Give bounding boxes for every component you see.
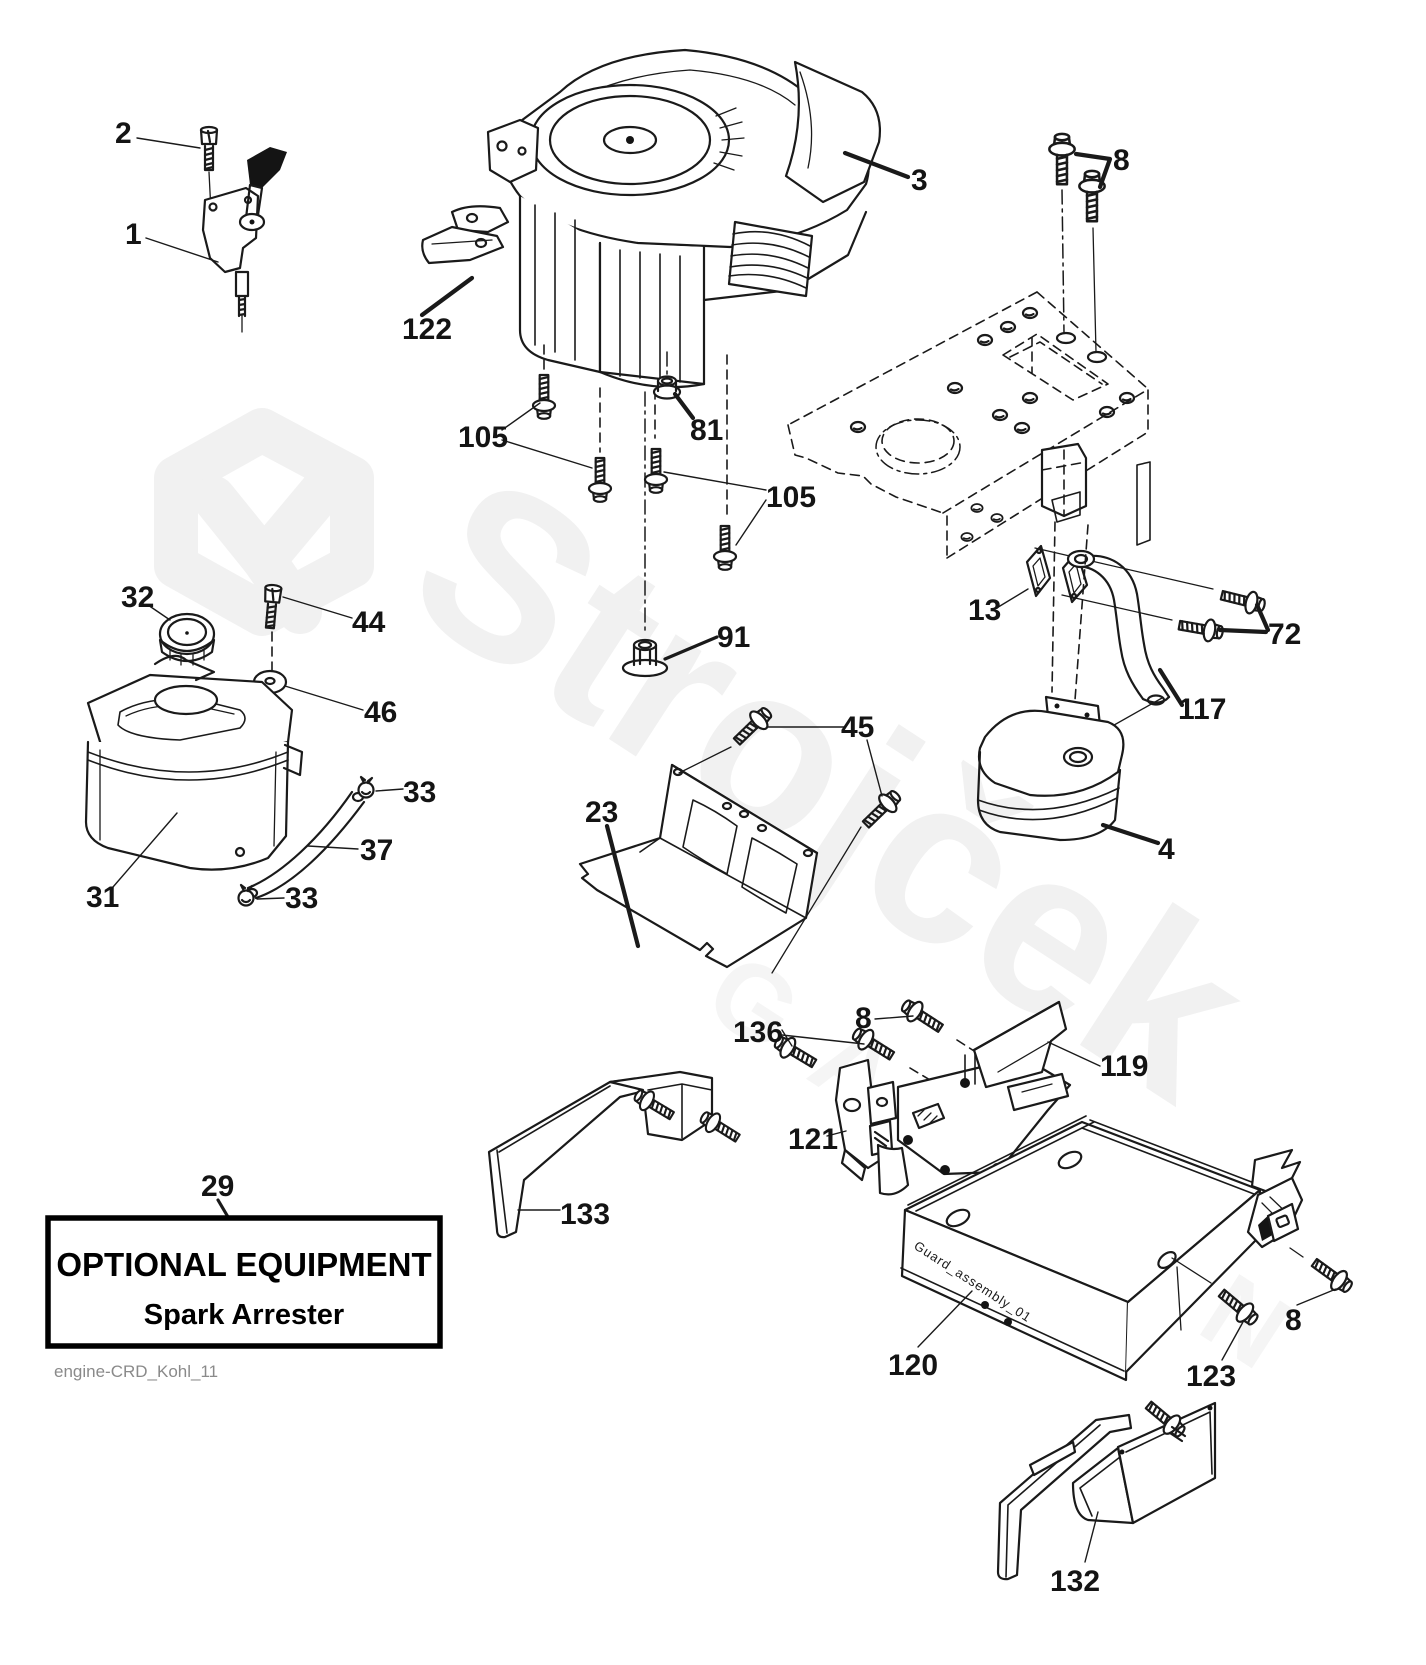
leader-13	[994, 588, 1029, 610]
callout-29: 29	[201, 1170, 234, 1203]
callout-33-upper: 33	[403, 776, 436, 809]
callout-122: 122	[402, 313, 452, 346]
leader-2	[136, 137, 201, 149]
callout-2: 2	[115, 117, 132, 150]
leader-1	[145, 237, 219, 263]
footer-code: engine-CRD_Kohl_11	[54, 1362, 218, 1381]
leader-29	[216, 1198, 230, 1219]
callout-91: 91	[717, 621, 750, 654]
leader-44	[282, 596, 353, 619]
optional-equipment-border	[45, 1215, 443, 1349]
leader-8-mid	[874, 1015, 914, 1020]
optional-equipment-title: OPTIONAL EQUIPMENT	[56, 1246, 431, 1283]
callout-44: 44	[352, 606, 386, 639]
callout-133: 133	[560, 1198, 610, 1231]
bracket-121	[834, 1058, 910, 1196]
callout-117: 117	[1178, 693, 1226, 726]
leader-37	[307, 845, 359, 850]
leader-33-upper	[375, 788, 404, 792]
leader-23	[604, 823, 641, 949]
callout-23: 23	[585, 796, 618, 829]
callout-1: 1	[125, 218, 142, 251]
leader-31	[112, 812, 178, 888]
callout-136: 136	[733, 1016, 783, 1049]
frame-bolt-8-a	[1048, 132, 1077, 345]
leader-91	[663, 635, 719, 661]
throttle-control	[199, 125, 287, 333]
leader-119	[1047, 1041, 1101, 1067]
callout-3: 3	[911, 164, 928, 197]
exhaust-bolt-72-b	[1176, 613, 1226, 645]
muffler-4	[976, 695, 1125, 842]
leader-117	[1157, 667, 1185, 708]
callout-8-right: 8	[1285, 1304, 1302, 1337]
callout-120: 120	[888, 1349, 938, 1382]
hose-clamp-33-lower	[237, 883, 255, 907]
leader-120	[917, 1290, 973, 1348]
callout-123: 123	[1186, 1360, 1236, 1393]
callout-105-right: 105	[766, 481, 816, 514]
callout-4: 4	[1158, 833, 1175, 866]
callout-33-lower: 33	[285, 882, 318, 915]
fuel-tank-31	[84, 654, 304, 871]
callout-105-left: 105	[458, 421, 508, 454]
heat-shield-23	[578, 702, 907, 974]
optional-equipment-box: OPTIONAL EQUIPMENT Spark Arrester	[45, 1198, 443, 1349]
leader-105-right	[663, 471, 767, 546]
leader-81	[672, 391, 696, 421]
callout-31: 31	[86, 881, 119, 914]
flange-nut-81	[652, 375, 682, 400]
callout-81: 81	[690, 414, 723, 447]
exhaust-pipe-117	[1066, 549, 1171, 706]
callout-13: 13	[968, 594, 1001, 627]
leader-122	[419, 275, 475, 318]
leader-136	[781, 1029, 865, 1047]
guard-mount-plate	[896, 1052, 1072, 1176]
optional-equipment-subtitle: Spark Arrester	[144, 1299, 344, 1331]
leader-121	[826, 1130, 847, 1137]
leader-123	[1221, 1321, 1244, 1361]
hose-clamp-33-upper	[357, 775, 375, 799]
frame-bolt-8-b	[1078, 169, 1108, 364]
leader-33-lower	[256, 897, 285, 900]
callout-121: 121	[788, 1123, 838, 1156]
fuel-cap-32	[158, 612, 216, 666]
leader-3	[842, 150, 911, 180]
bushing-91	[621, 638, 669, 678]
fuel-hose-37	[246, 790, 366, 900]
callout-119: 119	[1100, 1050, 1148, 1083]
leader-132	[1084, 1511, 1099, 1563]
guard-plate-119	[972, 1000, 1068, 1089]
engine-mount-hardware	[531, 344, 738, 678]
callouts: 2 1 3 8 122 105 81 105 91 13 72 117 4 32…	[86, 117, 1302, 1598]
callout-132: 132	[1050, 1565, 1100, 1598]
callout-37: 37	[360, 834, 393, 867]
leader-8-right	[1296, 1288, 1337, 1306]
callout-46: 46	[364, 696, 397, 729]
leader-8-top	[1073, 151, 1113, 190]
guard-lower-assembly: Guard_assembly_01	[487, 994, 1358, 1382]
engine-illustration	[421, 48, 881, 389]
callout-72: 72	[1268, 618, 1301, 651]
bracket-133	[487, 1070, 745, 1239]
guard-right-bracket	[1171, 1148, 1358, 1331]
leader-46	[284, 685, 364, 711]
leader-45	[767, 726, 883, 797]
exhaust-group	[976, 521, 1269, 842]
leader-105-left	[501, 402, 593, 469]
callout-8-top: 8	[1113, 144, 1130, 177]
callout-45: 45	[841, 711, 874, 744]
bracket-132	[996, 1395, 1217, 1581]
leader-72	[1217, 602, 1271, 635]
callout-32: 32	[121, 581, 154, 614]
chassis-plate	[787, 291, 1151, 559]
callout-8-mid: 8	[855, 1002, 872, 1035]
leader-32	[147, 604, 171, 621]
fuel-tank-group	[84, 583, 375, 907]
leader-4	[1100, 822, 1161, 846]
